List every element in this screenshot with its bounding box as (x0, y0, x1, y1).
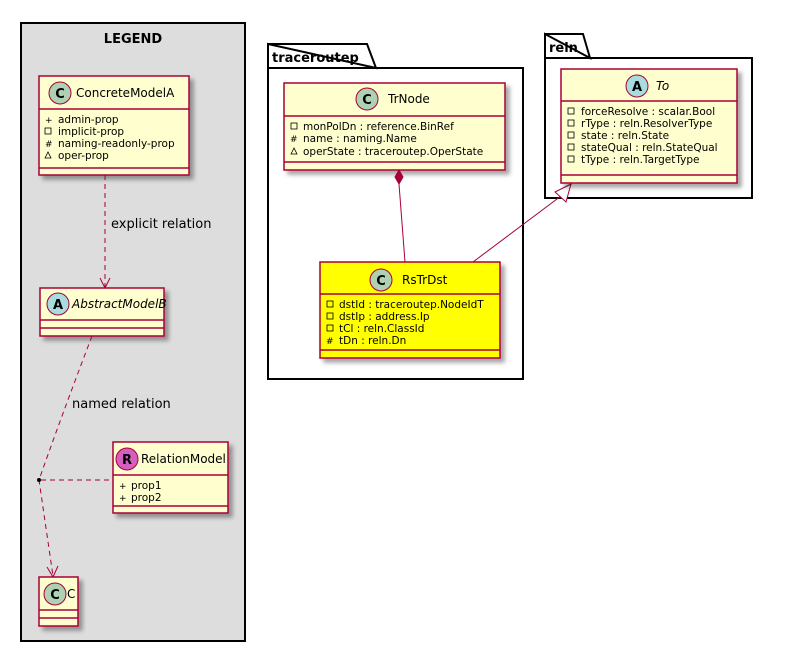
class-stereotype-icon (355, 87, 379, 111)
attr-label: implicit-prop (58, 126, 124, 138)
attr-label: prop2 (131, 492, 162, 504)
class-stereotype-icon (369, 268, 393, 292)
vis-public-icon: + (119, 482, 127, 492)
class-name-rstrdst: RsTrDst (402, 273, 448, 287)
class-rstrdst[interactable] (319, 261, 501, 359)
class-name-abstract-model-b: AbstractModelB (71, 297, 167, 311)
vis-protected-icon: # (326, 337, 334, 347)
class-letter: C (50, 588, 60, 603)
class-letter: R (122, 453, 132, 468)
legend-title: LEGEND (104, 32, 163, 47)
attr-label: state : reln.State (581, 130, 669, 142)
abstract-stereotype-icon (46, 292, 70, 316)
attr-label: rType : reln.ResolverType (581, 118, 712, 130)
attr-label: tDn : reln.Dn (339, 335, 406, 347)
attr-label: dstId : traceroutep.NodeIdT (339, 299, 484, 311)
class-letter: A (53, 298, 63, 313)
vis-private-icon (44, 127, 52, 135)
attr-label: prop1 (131, 480, 162, 492)
vis-private-icon (567, 143, 575, 151)
class-to[interactable] (560, 68, 738, 184)
vis-protected-icon: # (45, 140, 53, 150)
vis-private-icon (326, 300, 334, 308)
edge-composition (394, 168, 406, 263)
class-name-relation-model: RelationModel (141, 452, 226, 466)
vis-private-icon (567, 155, 575, 163)
relation-stereotype-icon (115, 447, 139, 471)
attr-label: naming-readonly-prop (58, 138, 175, 150)
class-name-concrete-model-a: ConcreteModelA (76, 86, 175, 100)
attr-label: name : naming.Name (303, 133, 417, 145)
attr-label: forceResolve : scalar.Bool (581, 106, 715, 118)
attr-label: monPolDn : reference.BinRef (303, 121, 454, 133)
vis-private-icon (567, 131, 575, 139)
edge-explicit-relation: explicit relation (99, 175, 211, 290)
attr-label: dstIp : address.Ip (339, 311, 430, 323)
vis-private-icon (326, 312, 334, 320)
class-name-c: C (67, 587, 75, 601)
edge-label-explicit: explicit relation (111, 217, 211, 232)
attr-label: operState : traceroutep.OperState (303, 146, 483, 158)
edge-inheritance (472, 183, 572, 263)
package-title-traceroutep: traceroutep (272, 51, 359, 66)
attr-label: oper-prop (58, 150, 109, 162)
class-name-trnode: TrNode (387, 92, 430, 106)
vis-package-icon (290, 147, 298, 155)
abstract-stereotype-icon (625, 74, 649, 98)
class-letter: C (55, 87, 65, 102)
class-stereotype-icon (43, 582, 67, 606)
association-point (37, 478, 41, 482)
vis-public-icon: + (45, 116, 53, 126)
vis-package-icon (44, 151, 52, 159)
edge-label-named: named relation (72, 397, 171, 412)
attr-label: tCl : reln.ClassId (339, 323, 424, 335)
attr-label: stateQual : reln.StateQual (581, 142, 718, 154)
edge-named-relation: named relation (37, 335, 171, 579)
attr-label: tType : reln.TargetType (581, 154, 700, 166)
class-letter: C (376, 274, 386, 289)
class-name-to: To (656, 79, 669, 93)
class-letter: A (632, 80, 642, 95)
package-title-reln: reln (549, 41, 578, 56)
class-trnode[interactable] (283, 82, 506, 171)
vis-protected-icon: # (290, 135, 298, 145)
vis-private-icon (326, 324, 334, 332)
vis-public-icon: + (119, 494, 127, 504)
class-letter: C (362, 93, 372, 108)
attr-label: admin-prop (58, 114, 119, 126)
vis-private-icon (567, 107, 575, 115)
vis-private-icon (290, 122, 298, 130)
vis-private-icon (567, 119, 575, 127)
class-stereotype-icon (48, 81, 72, 105)
